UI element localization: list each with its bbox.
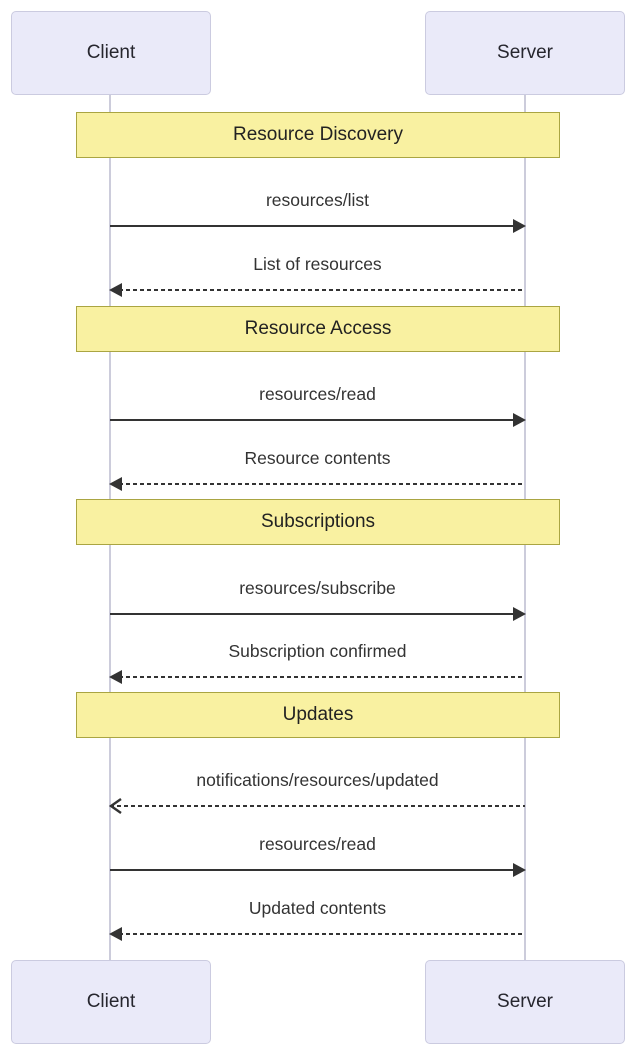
arrow-client-to-server-solid	[110, 863, 526, 877]
arrow-client-to-server-solid	[110, 607, 526, 621]
arrowhead-filled-icon	[109, 283, 122, 297]
arrowhead-filled-icon	[109, 670, 122, 684]
message-resource-contents: Resource contents	[109, 448, 525, 494]
section-label: Subscriptions	[260, 511, 376, 532]
section-header-updates: Updates	[76, 692, 560, 738]
section-label: Updates	[282, 704, 354, 725]
message-label: resources/subscribe	[239, 578, 396, 598]
message-resources-subscribe: resources/subscribe	[110, 578, 526, 624]
arrow-server-to-client-dashed	[109, 927, 525, 941]
message-label: resources/list	[265, 190, 370, 210]
section-header-resource-discovery: Resource Discovery	[76, 112, 560, 158]
section-label: Resource Discovery	[233, 124, 403, 145]
arrowhead-filled-icon	[109, 477, 122, 491]
message-label: resources/read	[259, 384, 376, 404]
arrow-line	[110, 869, 516, 871]
arrow-line	[119, 676, 525, 678]
message-resources-read: resources/read	[110, 384, 526, 430]
actor-server-top: Server	[425, 11, 625, 95]
message-updated-contents: Updated contents	[109, 898, 525, 944]
arrowhead-filled-icon	[513, 607, 526, 621]
arrow-line	[110, 419, 516, 421]
section-label: Resource Access	[244, 318, 392, 339]
arrow-client-to-server-solid	[110, 219, 526, 233]
arrow-server-to-client-dashed	[109, 477, 525, 491]
message-label: notifications/resources/updated	[196, 770, 439, 790]
arrow-line	[110, 225, 516, 227]
message-subscription-confirmed: Subscription confirmed	[109, 641, 525, 687]
message-resources-read-2: resources/read	[110, 834, 526, 880]
actor-label: Server	[497, 991, 553, 1012]
arrowhead-filled-icon	[513, 219, 526, 233]
section-header-subscriptions: Subscriptions	[76, 499, 560, 545]
arrowhead-filled-icon	[513, 413, 526, 427]
actor-client-bottom: Client	[11, 960, 211, 1044]
arrow-server-to-client-dashed	[109, 283, 525, 297]
arrow-client-to-server-solid	[110, 413, 526, 427]
arrow-line	[110, 805, 525, 807]
message-label: Resource contents	[244, 448, 391, 468]
actor-server-bottom: Server	[425, 960, 625, 1044]
message-resources-list: resources/list	[110, 190, 526, 236]
arrowhead-filled-icon	[109, 927, 122, 941]
message-label: resources/read	[259, 834, 376, 854]
actor-label: Client	[86, 42, 136, 63]
actor-client-top: Client	[11, 11, 211, 95]
message-label: Updated contents	[248, 898, 387, 918]
arrow-line	[110, 613, 516, 615]
arrowhead-open-icon	[108, 798, 122, 814]
message-notifications-resources-updated: notifications/resources/updated	[108, 770, 525, 816]
arrow-line	[119, 483, 525, 485]
section-header-resource-access: Resource Access	[76, 306, 560, 352]
actor-label: Server	[497, 42, 553, 63]
message-list-of-resources: List of resources	[109, 254, 525, 300]
arrow-server-to-client-dashed	[109, 670, 525, 684]
actor-label: Client	[86, 991, 136, 1012]
message-label: List of resources	[253, 254, 382, 274]
arrowhead-filled-icon	[513, 863, 526, 877]
arrow-server-to-client-dashed-async	[108, 798, 525, 814]
arrow-line	[119, 933, 525, 935]
message-label: Subscription confirmed	[228, 641, 407, 661]
arrow-line	[119, 289, 525, 291]
